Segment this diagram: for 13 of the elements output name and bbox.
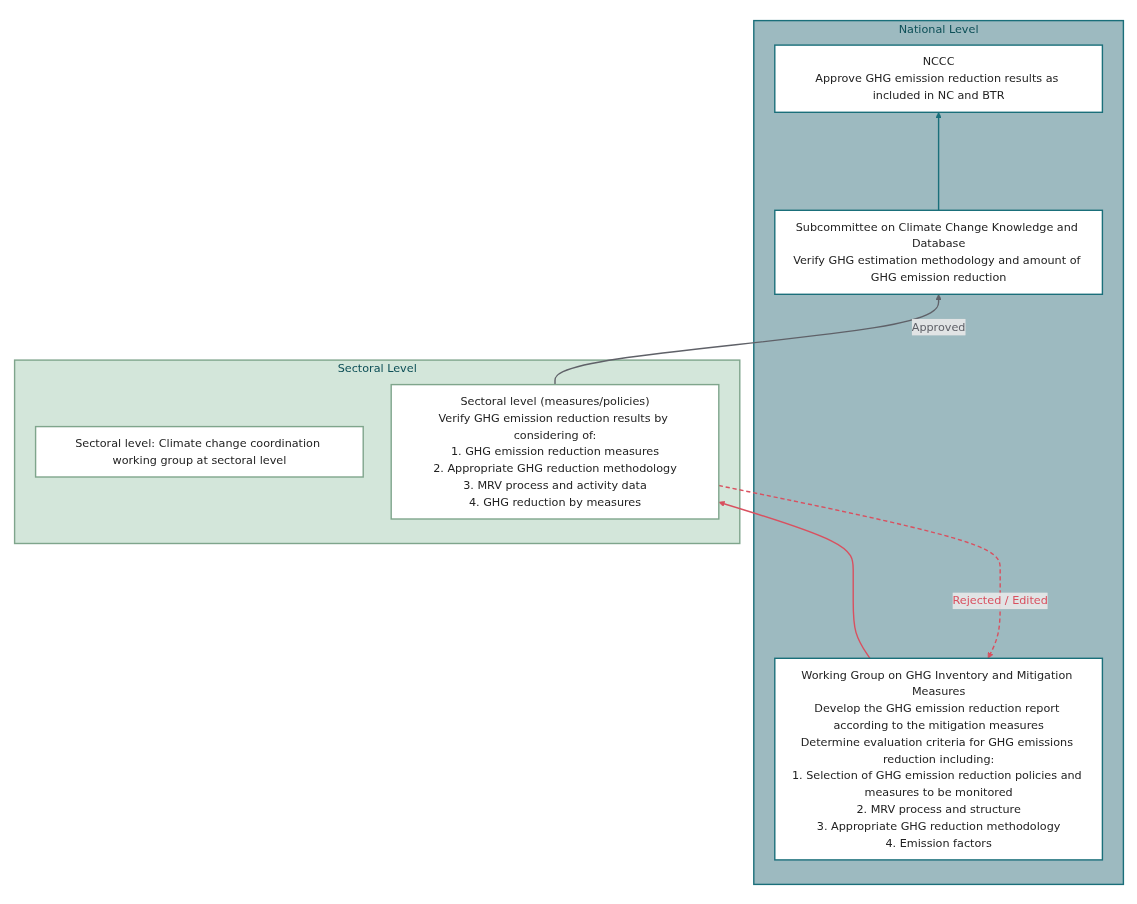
node-box: [773, 209, 1103, 295]
cluster: [13, 358, 740, 544]
arrow: [935, 111, 942, 211]
node-box: [773, 43, 1103, 113]
node-box: [773, 657, 1103, 861]
edge-label: Approved: [911, 319, 965, 333]
edge-label: Rejected / Edited: [952, 593, 1048, 607]
cluster: [752, 19, 1124, 885]
node-box: [34, 425, 364, 478]
flowchart: Sectoral Level National Level NCCC Approve GHG emission reduction results as included in NC and BTR Subcommittee on Climate Change Knowledge and Database Verify GHG estimation methodology and amount of GHG emission reduction Approved Sectoral level (measures/policies) Verify GHG emission reduction results by considering of: 1. GHG emission reduction measures 2. Appropriate GHG reduction methodology 3. MRV process and activity data 4. GHG reduction by measures Sectoral level: Climate change coordination working group at sectoral level Rejected / Edited Working Group on GHG Inventory and Mitigation Measures Develop the GHG emission reduction report according to the mitigation measures Determine evaluation criteria for GHG emissions reduction including: 1. Selection of GHG emission reduction policies and measures to be monitored 2. MRV process and structure 3. Appropriate GHG reduction methodology 4. Emission factors: [8, 14, 1129, 890]
arrow: [553, 293, 942, 385]
node-box: [390, 383, 719, 520]
arrow: [718, 500, 871, 659]
